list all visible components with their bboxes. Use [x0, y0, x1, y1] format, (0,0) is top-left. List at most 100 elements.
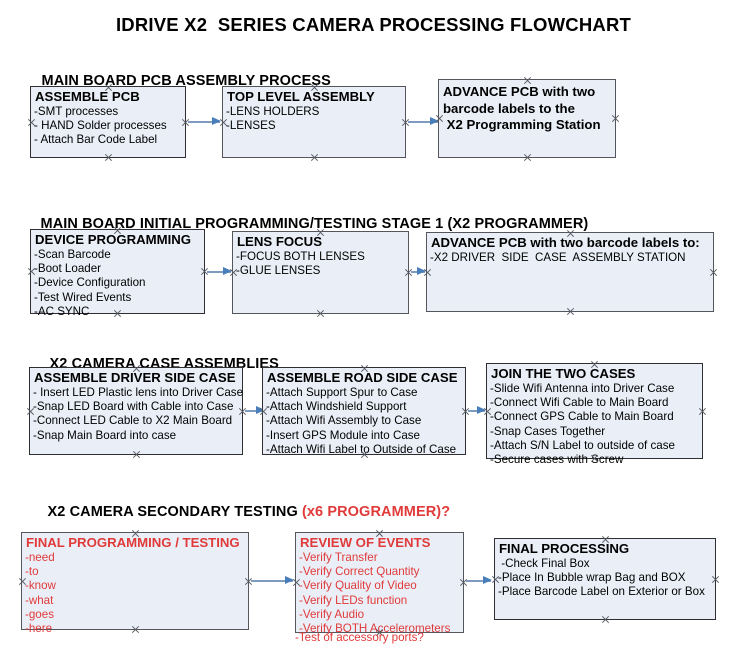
flow-box-review-of-events[interactable]: REVIEW OF EVENTS -Verify Transfer -Verif…	[295, 532, 464, 636]
flow-box-line: -here	[25, 622, 53, 636]
flow-box-title: ASSEMBLE DRIVER SIDE CASE	[34, 370, 236, 385]
flow-box-line: -GLUE LENSES	[236, 264, 321, 278]
flow-box-line: -Slide Wifi Antenna into Driver Case	[490, 382, 675, 395]
connector-arrow-assemble-pcb-to-top-level-assembly	[188, 117, 221, 126]
flow-box-line: -need	[25, 551, 55, 564]
flow-box-line: -what	[25, 593, 54, 607]
connector-arrow-device-programming-to-lens-focus	[207, 267, 232, 276]
arrow-shaft	[245, 410, 264, 412]
flow-box-line: -Attach Wifi Assembly to Case	[266, 414, 422, 428]
connector-handle-bottom-icon[interactable]	[132, 450, 141, 459]
flow-box-title: REVIEW OF EVENTS	[300, 535, 431, 550]
connector-handle-bottom-icon[interactable]	[523, 153, 532, 162]
arrow-shaft	[188, 121, 220, 123]
flow-box-line: -LENS HOLDERS	[226, 105, 320, 118]
flow-box-line: -Place In Bubble wrap Bag and BOX	[498, 571, 686, 585]
arrow-shaft	[468, 410, 485, 412]
flow-box-advance-pcb-to-driver-side-case-assembly[interactable]: ADVANCE PCB with two barcode labels to: …	[426, 232, 714, 312]
flow-box-final-processing[interactable]: FINAL PROCESSING -Check Final Box -Place…	[494, 538, 716, 620]
flow-box-title: JOIN THE TWO CASES	[491, 366, 636, 381]
connector-arrow-final-programming-to-review-of-events	[251, 576, 294, 585]
flow-box-line: -Attach S/N Label to outside of case	[490, 438, 675, 452]
flow-box-line: -to	[25, 565, 39, 579]
flow-box-advance-pcb-to-x2-programming-station[interactable]: ADVANCE PCB with two barcode labels to t…	[438, 79, 616, 158]
arrow-head-icon	[212, 117, 221, 126]
flow-box-line: - Insert LED Plastic lens into Driver Ca…	[33, 386, 244, 399]
arrow-head-icon	[483, 576, 492, 585]
flow-box-title: ADVANCE PCB with two barcode labels to:	[431, 235, 700, 250]
connector-handle-bottom-icon[interactable]	[310, 153, 319, 162]
flow-box-line: -Verify Correct Quantity	[299, 565, 420, 579]
flow-box-line: -Check Final Box	[498, 557, 590, 570]
flow-box-line: -Attach Support Spur to Case	[266, 386, 418, 399]
flow-box-line: -FOCUS BOTH LENSES	[236, 250, 365, 263]
connector-handle-bottom-icon[interactable]	[316, 309, 325, 318]
flow-box-title: LENS FOCUS	[237, 234, 322, 249]
flow-box-title: ASSEMBLE PCB	[35, 89, 140, 104]
flow-box-line: -Insert GPS Module into Case	[266, 428, 421, 442]
flow-box-title: FINAL PROGRAMMING / TESTING	[26, 535, 240, 550]
flow-box-line: -Connect LED Cable to X2 Main Board	[33, 414, 233, 428]
connector-arrow-top-level-assembly-to-advance-pcb	[408, 117, 439, 126]
section-heading-main-board-pcb-assembly-process: MAIN BOARD PCB ASSEMBLY PROCESS	[25, 57, 331, 105]
flow-box-line: -Attach Wifi Label to Outside of Case	[266, 442, 457, 456]
connector-handle-bottom-icon[interactable]	[104, 153, 113, 162]
flow-box-title: DEVICE PROGRAMMING	[35, 232, 192, 247]
flow-box-title: ADVANCE PCB with two barcode labels to t…	[443, 84, 601, 132]
section-heading-main-board-initial-programming-testing-stage-1: MAIN BOARD INITIAL PROGRAMMING/TESTING S…	[24, 200, 589, 248]
connector-arrow-road-side-to-join-cases	[468, 406, 486, 415]
flow-box-line: -Verify BOTH Accelerometers	[299, 622, 451, 636]
flow-box-line: -Snap Cases Together	[490, 424, 606, 438]
arrow-shaft	[466, 580, 491, 582]
arrow-shaft	[207, 271, 231, 273]
flow-box-line: -Secure cases with Screw	[490, 453, 624, 467]
flow-box-line: -Place Barcode Label on Exterior or Box	[498, 585, 705, 599]
section-heading-text: MAIN BOARD INITIAL PROGRAMMING/TESTING S…	[40, 216, 589, 232]
flow-box-title: FINAL PROCESSING	[499, 541, 630, 556]
flow-box-line: - HAND Solder processes	[34, 119, 167, 133]
flow-box-title: TOP LEVEL ASSEMBLY	[227, 89, 375, 104]
arrow-head-icon	[285, 576, 294, 585]
flow-box-line: -LENSES	[226, 119, 276, 133]
flow-box-line: -Verify Audio	[299, 607, 365, 621]
flow-box-assemble-road-side-case[interactable]: ASSEMBLE ROAD SIDE CASE -Attach Support …	[262, 367, 466, 456]
arrow-head-icon	[256, 406, 265, 415]
flow-box-line: -Snap LED Board with Cable into Case	[33, 400, 234, 414]
arrow-head-icon	[223, 267, 232, 276]
flow-box-line: -Connect Wifi Cable to Main Board	[490, 396, 669, 410]
arrow-head-icon	[477, 406, 486, 415]
flow-box-line: -Test Wired Events	[34, 290, 132, 304]
connector-handle-bottom-icon[interactable]	[601, 615, 610, 624]
flow-box-line: -Boot Loader	[34, 262, 102, 276]
section-heading-x2-camera-secondary-testing: X2 CAMERA SECONDARY TESTING (x6 PROGRAMM…	[31, 488, 451, 536]
flow-box-assemble-pcb[interactable]: ASSEMBLE PCB -SMT processes - HAND Solde…	[30, 86, 186, 158]
arrow-head-icon	[417, 267, 426, 276]
flow-box-line: -AC SYNC	[34, 304, 90, 318]
flow-box-line: -Verify LEDs function	[299, 593, 408, 607]
arrow-head-icon	[430, 117, 439, 126]
flow-box-line: -Verify Transfer	[299, 551, 378, 564]
connector-handle-bottom-icon[interactable]	[566, 307, 575, 316]
connector-handle-right-icon[interactable]	[709, 268, 718, 277]
flow-box-line: -Scan Barcode	[34, 248, 111, 261]
section-heading-text: X2 CAMERA SECONDARY TESTING	[47, 504, 302, 520]
section-heading-accent-text: (x6 PROGRAMMER)?	[301, 504, 451, 520]
flow-box-lens-focus[interactable]: LENS FOCUS -FOCUS BOTH LENSES -GLUE LENS…	[232, 231, 409, 314]
flow-box-title: ASSEMBLE ROAD SIDE CASE	[267, 370, 458, 385]
flow-box-top-level-assembly[interactable]: TOP LEVEL ASSEMBLY -LENS HOLDERS -LENSES	[222, 86, 406, 158]
flow-box-assemble-driver-side-case[interactable]: ASSEMBLE DRIVER SIDE CASE - Insert LED P…	[29, 367, 243, 455]
arrow-shaft	[251, 580, 293, 582]
flow-box-join-the-two-cases[interactable]: JOIN THE TWO CASES -Slide Wifi Antenna i…	[486, 363, 703, 466]
flow-box-line: - Attach Bar Code Label	[34, 133, 158, 147]
flow-box-final-programming-testing[interactable]: FINAL PROGRAMMING / TESTING -need -to -k…	[21, 532, 249, 635]
connector-arrow-lens-focus-to-advance-pcb	[411, 267, 426, 276]
flow-box-line: -Connect GPS Cable to Main Board	[490, 410, 674, 424]
flow-box-line: -know	[25, 579, 56, 593]
connector-arrow-review-of-events-to-final-processing	[466, 576, 492, 585]
flow-box-line: -goes	[25, 607, 55, 621]
flow-box-line: -SMT processes	[34, 105, 119, 118]
page-title: IDRIVE X2 SERIES CAMERA PROCESSING FLOWC…	[115, 14, 632, 35]
flow-box-overflow-line-review-of-events: -Test of accessory ports?	[295, 631, 424, 644]
flow-box-device-programming[interactable]: DEVICE PROGRAMMING -Scan Barcode -Boot L…	[30, 229, 205, 318]
